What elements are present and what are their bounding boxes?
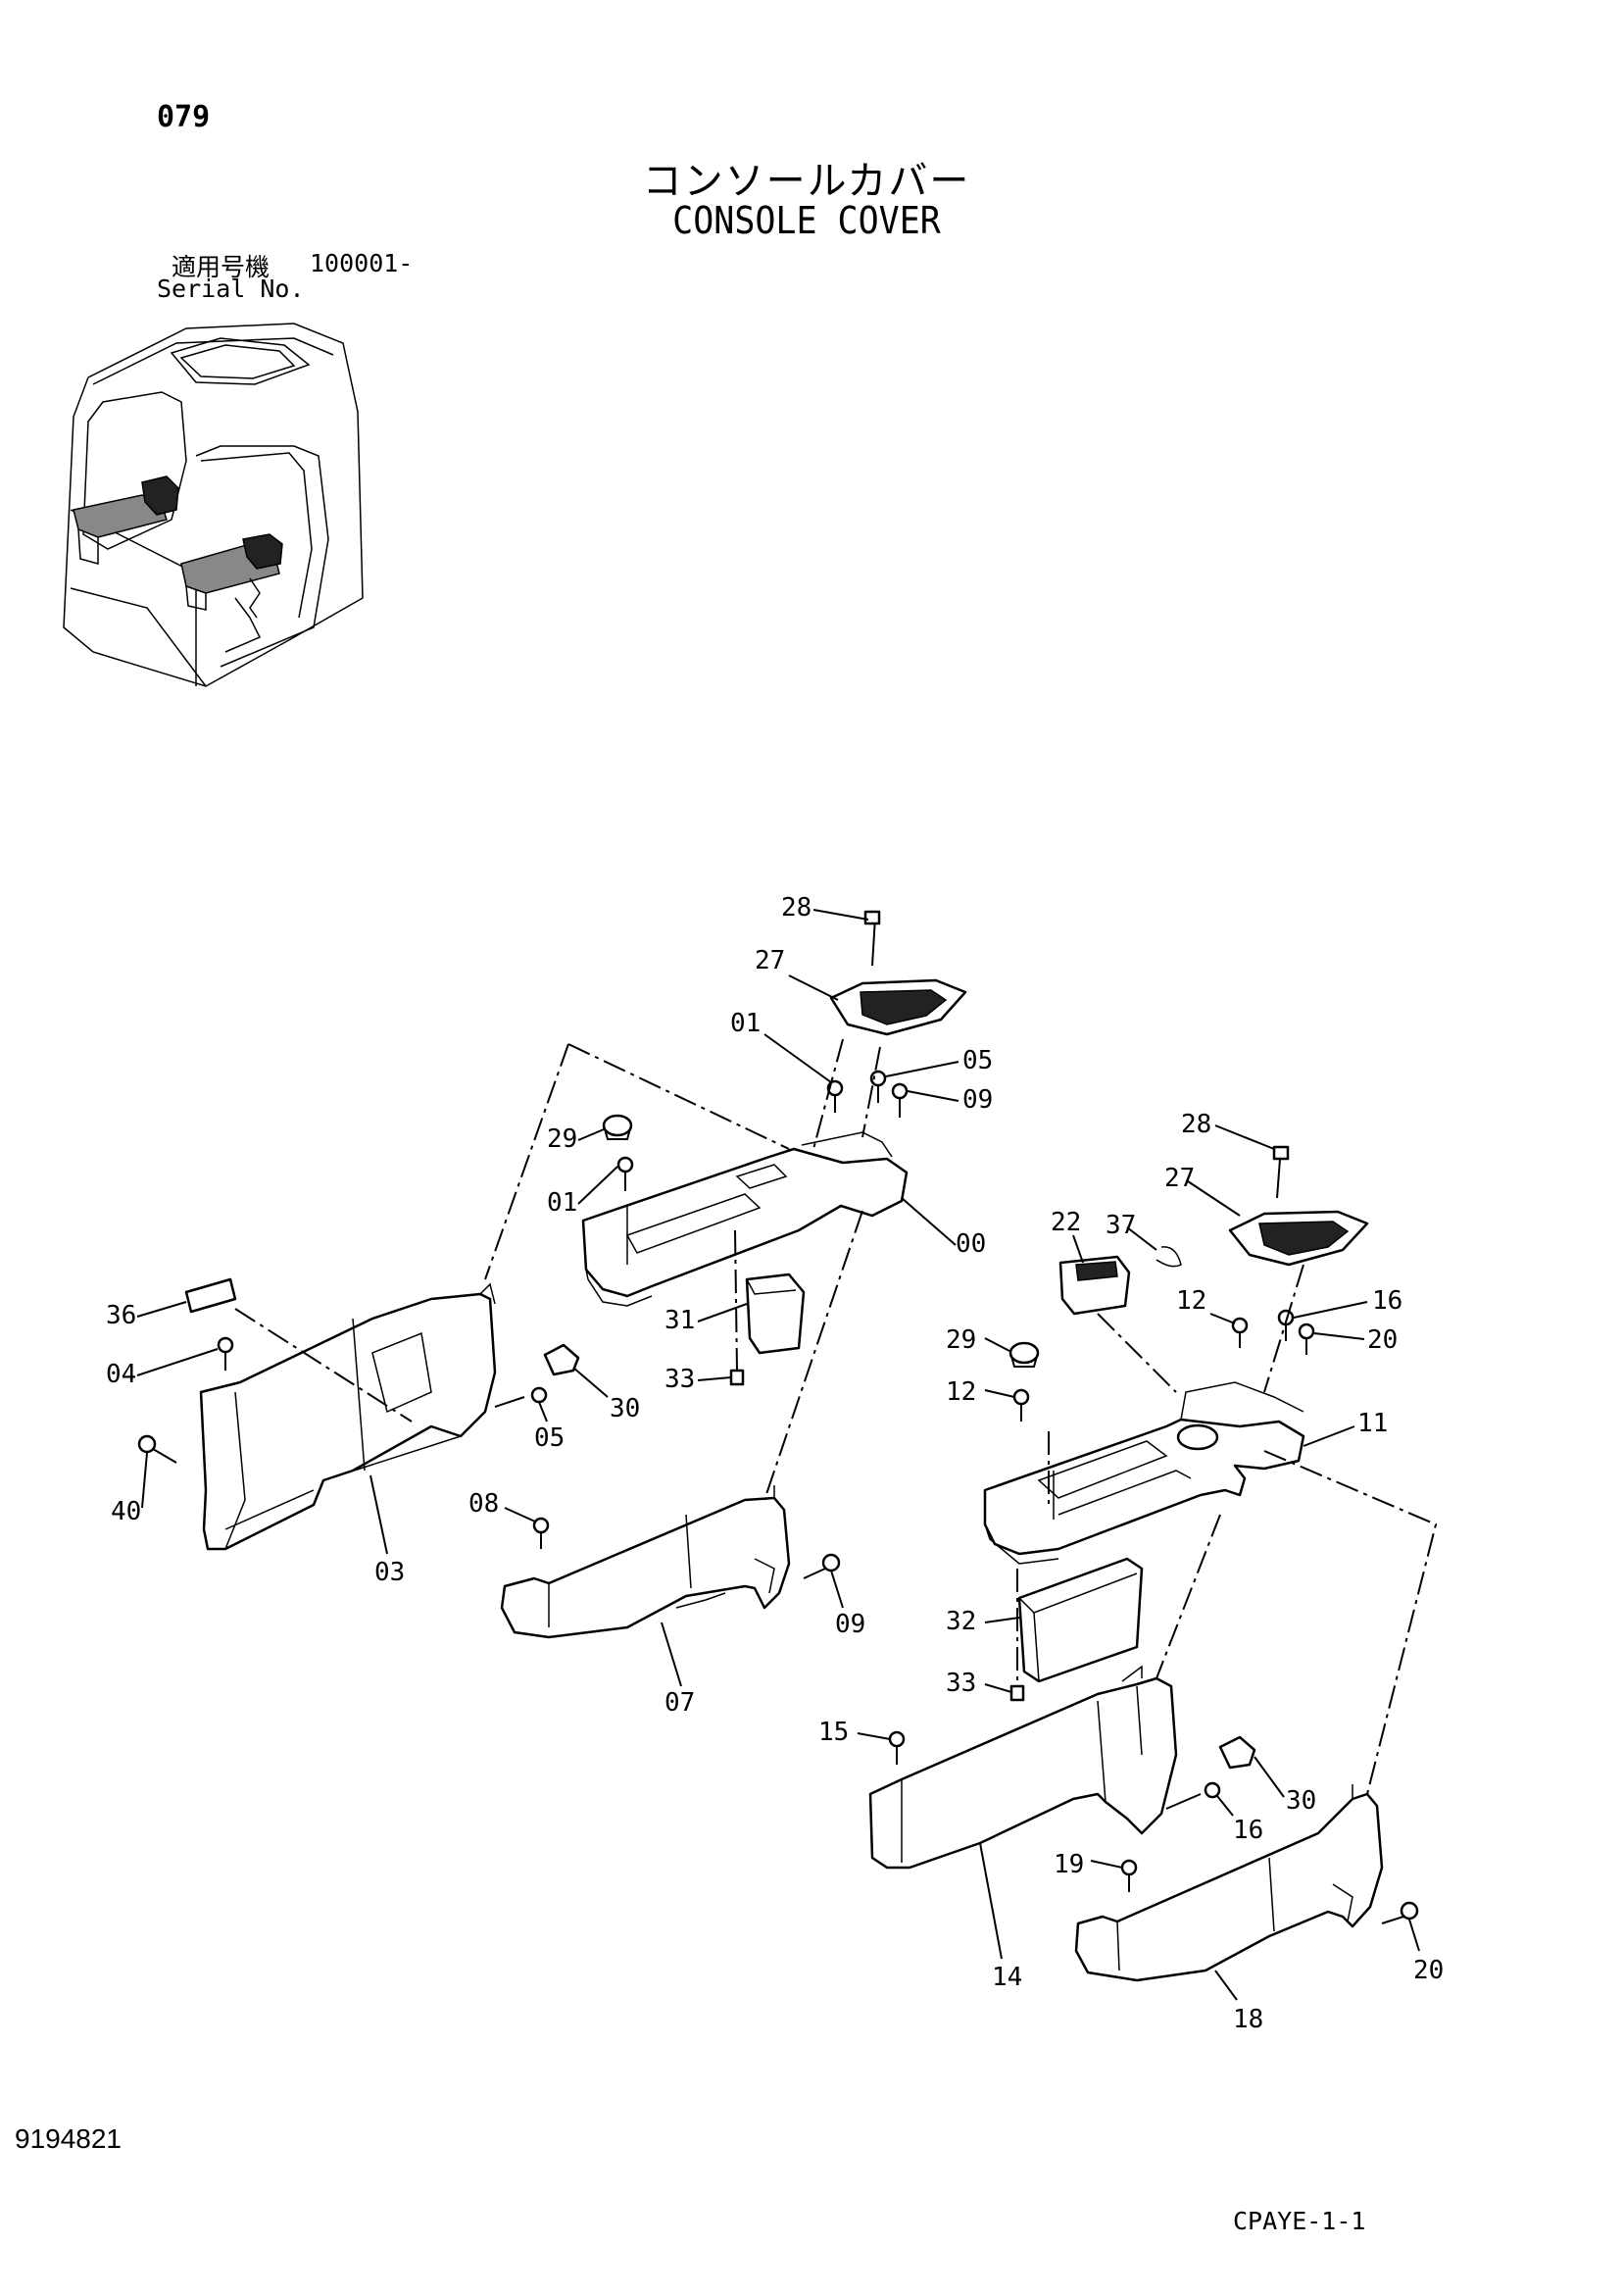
- callout-20: 20: [1367, 1325, 1398, 1355]
- callout-30: 30: [610, 1394, 640, 1423]
- left-console-assembly: [137, 910, 967, 1639]
- callout-33: 33: [664, 1365, 695, 1394]
- part-18-lower-cover: [1074, 1792, 1384, 1982]
- callout-33: 33: [946, 1669, 976, 1698]
- serial-label-english: Serial No.: [157, 275, 305, 303]
- callout-08: 08: [468, 1489, 499, 1519]
- callout-01: 01: [547, 1188, 577, 1218]
- callout-05: 05: [534, 1423, 565, 1453]
- callout-29: 29: [547, 1124, 577, 1154]
- callout-28: 28: [1181, 1110, 1211, 1139]
- title-japanese: コンソールカバー: [642, 159, 971, 204]
- part-03-side-cover: [199, 1292, 497, 1551]
- callout-19: 19: [1054, 1850, 1084, 1879]
- callout-27: 27: [1164, 1164, 1195, 1193]
- cab-overview-illustration: [63, 323, 364, 687]
- callout-36: 36: [106, 1301, 136, 1330]
- part-00-upper-cover: [581, 1147, 909, 1298]
- callout-29: 29: [946, 1325, 976, 1355]
- callout-12: 12: [946, 1377, 976, 1407]
- part-14-lower-cover: [868, 1676, 1178, 1870]
- callout-09: 09: [835, 1610, 865, 1639]
- page-number: 079: [157, 100, 211, 134]
- callout-14: 14: [992, 1963, 1022, 1992]
- callout-07: 07: [664, 1688, 695, 1718]
- document-code: CPAYE-1-1: [1233, 2207, 1366, 2235]
- callout-09: 09: [962, 1085, 993, 1115]
- document-number: 9194821: [15, 2123, 123, 2154]
- callout-22: 22: [1051, 1208, 1081, 1237]
- callout-12: 12: [1176, 1286, 1206, 1316]
- callout-20: 20: [1413, 1956, 1444, 1985]
- callout-40: 40: [111, 1497, 141, 1526]
- title-english: CONSOLE COVER: [672, 199, 941, 242]
- callout-03: 03: [374, 1558, 405, 1587]
- callout-27: 27: [755, 946, 785, 975]
- assembly-lines: [234, 1038, 1438, 1795]
- callout-16: 16: [1233, 1816, 1263, 1845]
- callout-00: 00: [956, 1229, 986, 1259]
- part-07-lower-cover: [500, 1496, 791, 1639]
- serial-value: 100001-: [310, 249, 414, 277]
- callout-11: 11: [1357, 1409, 1388, 1438]
- callout-28: 28: [781, 893, 812, 923]
- callout-32: 32: [946, 1607, 976, 1636]
- callout-04: 04: [106, 1360, 136, 1389]
- callout-05: 05: [962, 1046, 993, 1075]
- serial-label-japanese: 適用号機: [172, 253, 270, 281]
- callout-31: 31: [664, 1306, 695, 1335]
- callout-labels: 28 27 01 05 09 29 01 00 31 33 36 04 40 3…: [106, 893, 1444, 2034]
- callout-30: 30: [1286, 1786, 1316, 1816]
- leader-lines: [136, 909, 1420, 2001]
- right-console-assembly: [868, 1145, 1419, 1982]
- callout-18: 18: [1233, 2005, 1263, 2034]
- callout-15: 15: [818, 1718, 849, 1747]
- callout-16: 16: [1372, 1286, 1402, 1316]
- callout-37: 37: [1106, 1211, 1136, 1240]
- part-11-upper-cover: [983, 1418, 1305, 1556]
- callout-01: 01: [730, 1009, 761, 1038]
